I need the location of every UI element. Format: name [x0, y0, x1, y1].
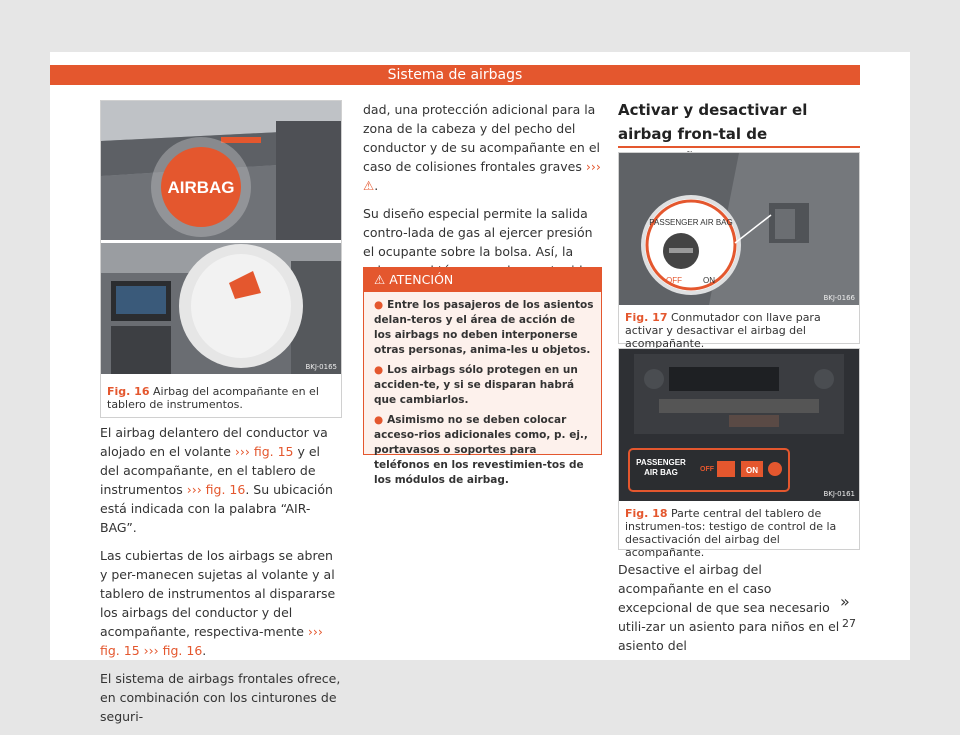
warning-icon: ⚠ — [374, 272, 390, 287]
switch-on-label: ON — [703, 276, 715, 285]
text-span: dad, una protección adicional para la zo… — [363, 102, 600, 174]
figure-caption-text: Airbag del acompañante en el tablero de … — [107, 385, 319, 411]
cross-reference-link[interactable]: ››› fig. 16 — [186, 482, 246, 497]
warning-header: ⚠ ATENCIÓN — [364, 268, 601, 292]
zoom-off-label: OFF — [700, 466, 715, 473]
bullet-icon: ● — [374, 364, 384, 376]
continue-icon: » — [840, 592, 850, 611]
text-span: . — [202, 643, 207, 658]
cross-reference-link[interactable]: ››› — [585, 159, 601, 174]
warning-item-text: Los airbags sólo protegen en un acciden-… — [374, 364, 578, 406]
warning-item: ●Asimismo no se deben colocar acceso-rio… — [374, 413, 595, 488]
figure-code: BKJ-0165 — [305, 363, 337, 371]
warning-box: ⚠ ATENCIÓN ●Entre los pasajeros de los a… — [363, 267, 602, 486]
switch-off-label: OFF — [666, 276, 682, 285]
zoom-label-line1: PASSENGER — [636, 458, 686, 467]
paragraph: Desactive el airbag del acompañante en e… — [618, 562, 840, 653]
cross-reference-link[interactable]: ››› fig. 16 — [143, 643, 203, 658]
figure-code: BKJ-0166 — [823, 294, 855, 302]
figure-caption: Fig. 16 Airbag del acompañante en el tab… — [107, 385, 335, 411]
figure-caption-text: Parte central del tablero de instrumen-t… — [625, 507, 837, 559]
chapter-header: Sistema de airbags — [50, 65, 860, 85]
airbag-switch-photo: PASSENGER AIR BAG OFF ON BKJ-0166 — [619, 153, 859, 305]
left-column-text: El airbag delantero del conductor va alo… — [100, 423, 343, 735]
switch-label: PASSENGER AIR BAG — [649, 218, 732, 227]
warning-title: ATENCIÓN — [389, 272, 454, 287]
figure-18: PASSENGER AIR BAG OFF ON BKJ-0161 Fig. 1… — [618, 348, 860, 559]
paragraph: Las cubiertas de los airbags se abren y … — [100, 546, 343, 660]
text-span: . Su ubicación está indicada con la pala… — [100, 482, 333, 535]
page-number: 27 — [842, 617, 856, 630]
paragraph: El sistema de airbags frontales ofrece, … — [100, 671, 341, 724]
text-span: Las cubiertas de los airbags se abren y … — [100, 548, 336, 639]
figure-caption-text: Conmutador con llave para activar y desa… — [625, 311, 821, 350]
warning-item: ●Los airbags sólo protegen en un acciden… — [374, 363, 595, 408]
figure-16: AIRBAG BKJ-0165 Fig. 16 Airbag del acomp… — [100, 100, 342, 418]
figure-label: Fig. 16 — [107, 385, 150, 398]
cross-reference-link[interactable]: ››› fig. 15 — [234, 444, 294, 459]
right-column-text: Desactive el airbag del acompañante en e… — [618, 560, 848, 664]
section-divider — [618, 146, 860, 148]
airbag-dashboard-photo: AIRBAG BKJ-0165 — [101, 101, 341, 374]
instrument-panel-illustration: PASSENGER AIR BAG OFF ON — [619, 349, 859, 501]
instrument-panel-photo: PASSENGER AIR BAG OFF ON BKJ-0161 — [619, 349, 859, 501]
airbag-badge: AIRBAG — [167, 178, 234, 197]
zoom-label-line2: AIR BAG — [644, 468, 678, 477]
figure-caption: Fig. 18 Parte central del tablero de ins… — [625, 507, 853, 559]
airbag-switch-illustration: PASSENGER AIR BAG OFF ON — [619, 153, 859, 305]
figure-code: BKJ-0161 — [823, 490, 855, 498]
warning-list: ●Entre los pasajeros de los asientos del… — [364, 298, 601, 488]
text-span: El airbag delantero del conductor va alo… — [100, 425, 328, 459]
warning-item-text: Asimismo no se deben colocar acceso-rios… — [374, 414, 588, 486]
bullet-icon: ● — [374, 299, 384, 311]
bullet-icon: ● — [374, 414, 384, 426]
paragraph: El airbag delantero del conductor va alo… — [100, 423, 343, 537]
figure-label: Fig. 18 — [625, 507, 668, 520]
figure-caption: Fig. 17 Conmutador con llave para activa… — [625, 311, 853, 350]
paragraph: dad, una protección adicional para la zo… — [363, 102, 601, 193]
warning-triangle-icon: ⚠ — [363, 178, 375, 193]
figure-label: Fig. 17 — [625, 311, 668, 324]
warning-item: ●Entre los pasajeros de los asientos del… — [374, 298, 595, 358]
zoom-on-label: ON — [746, 466, 758, 475]
text-span: y el del acompañante, en el tablero de i… — [100, 444, 321, 497]
cross-reference-link[interactable]: ››› fig. 15 — [100, 624, 323, 658]
airbag-dashboard-illustration: AIRBAG — [101, 101, 341, 374]
figure-17: PASSENGER AIR BAG OFF ON BKJ-0166 Fig. 1… — [618, 152, 860, 350]
warning-item-text: Entre los pasajeros de los asientos dela… — [374, 299, 594, 356]
